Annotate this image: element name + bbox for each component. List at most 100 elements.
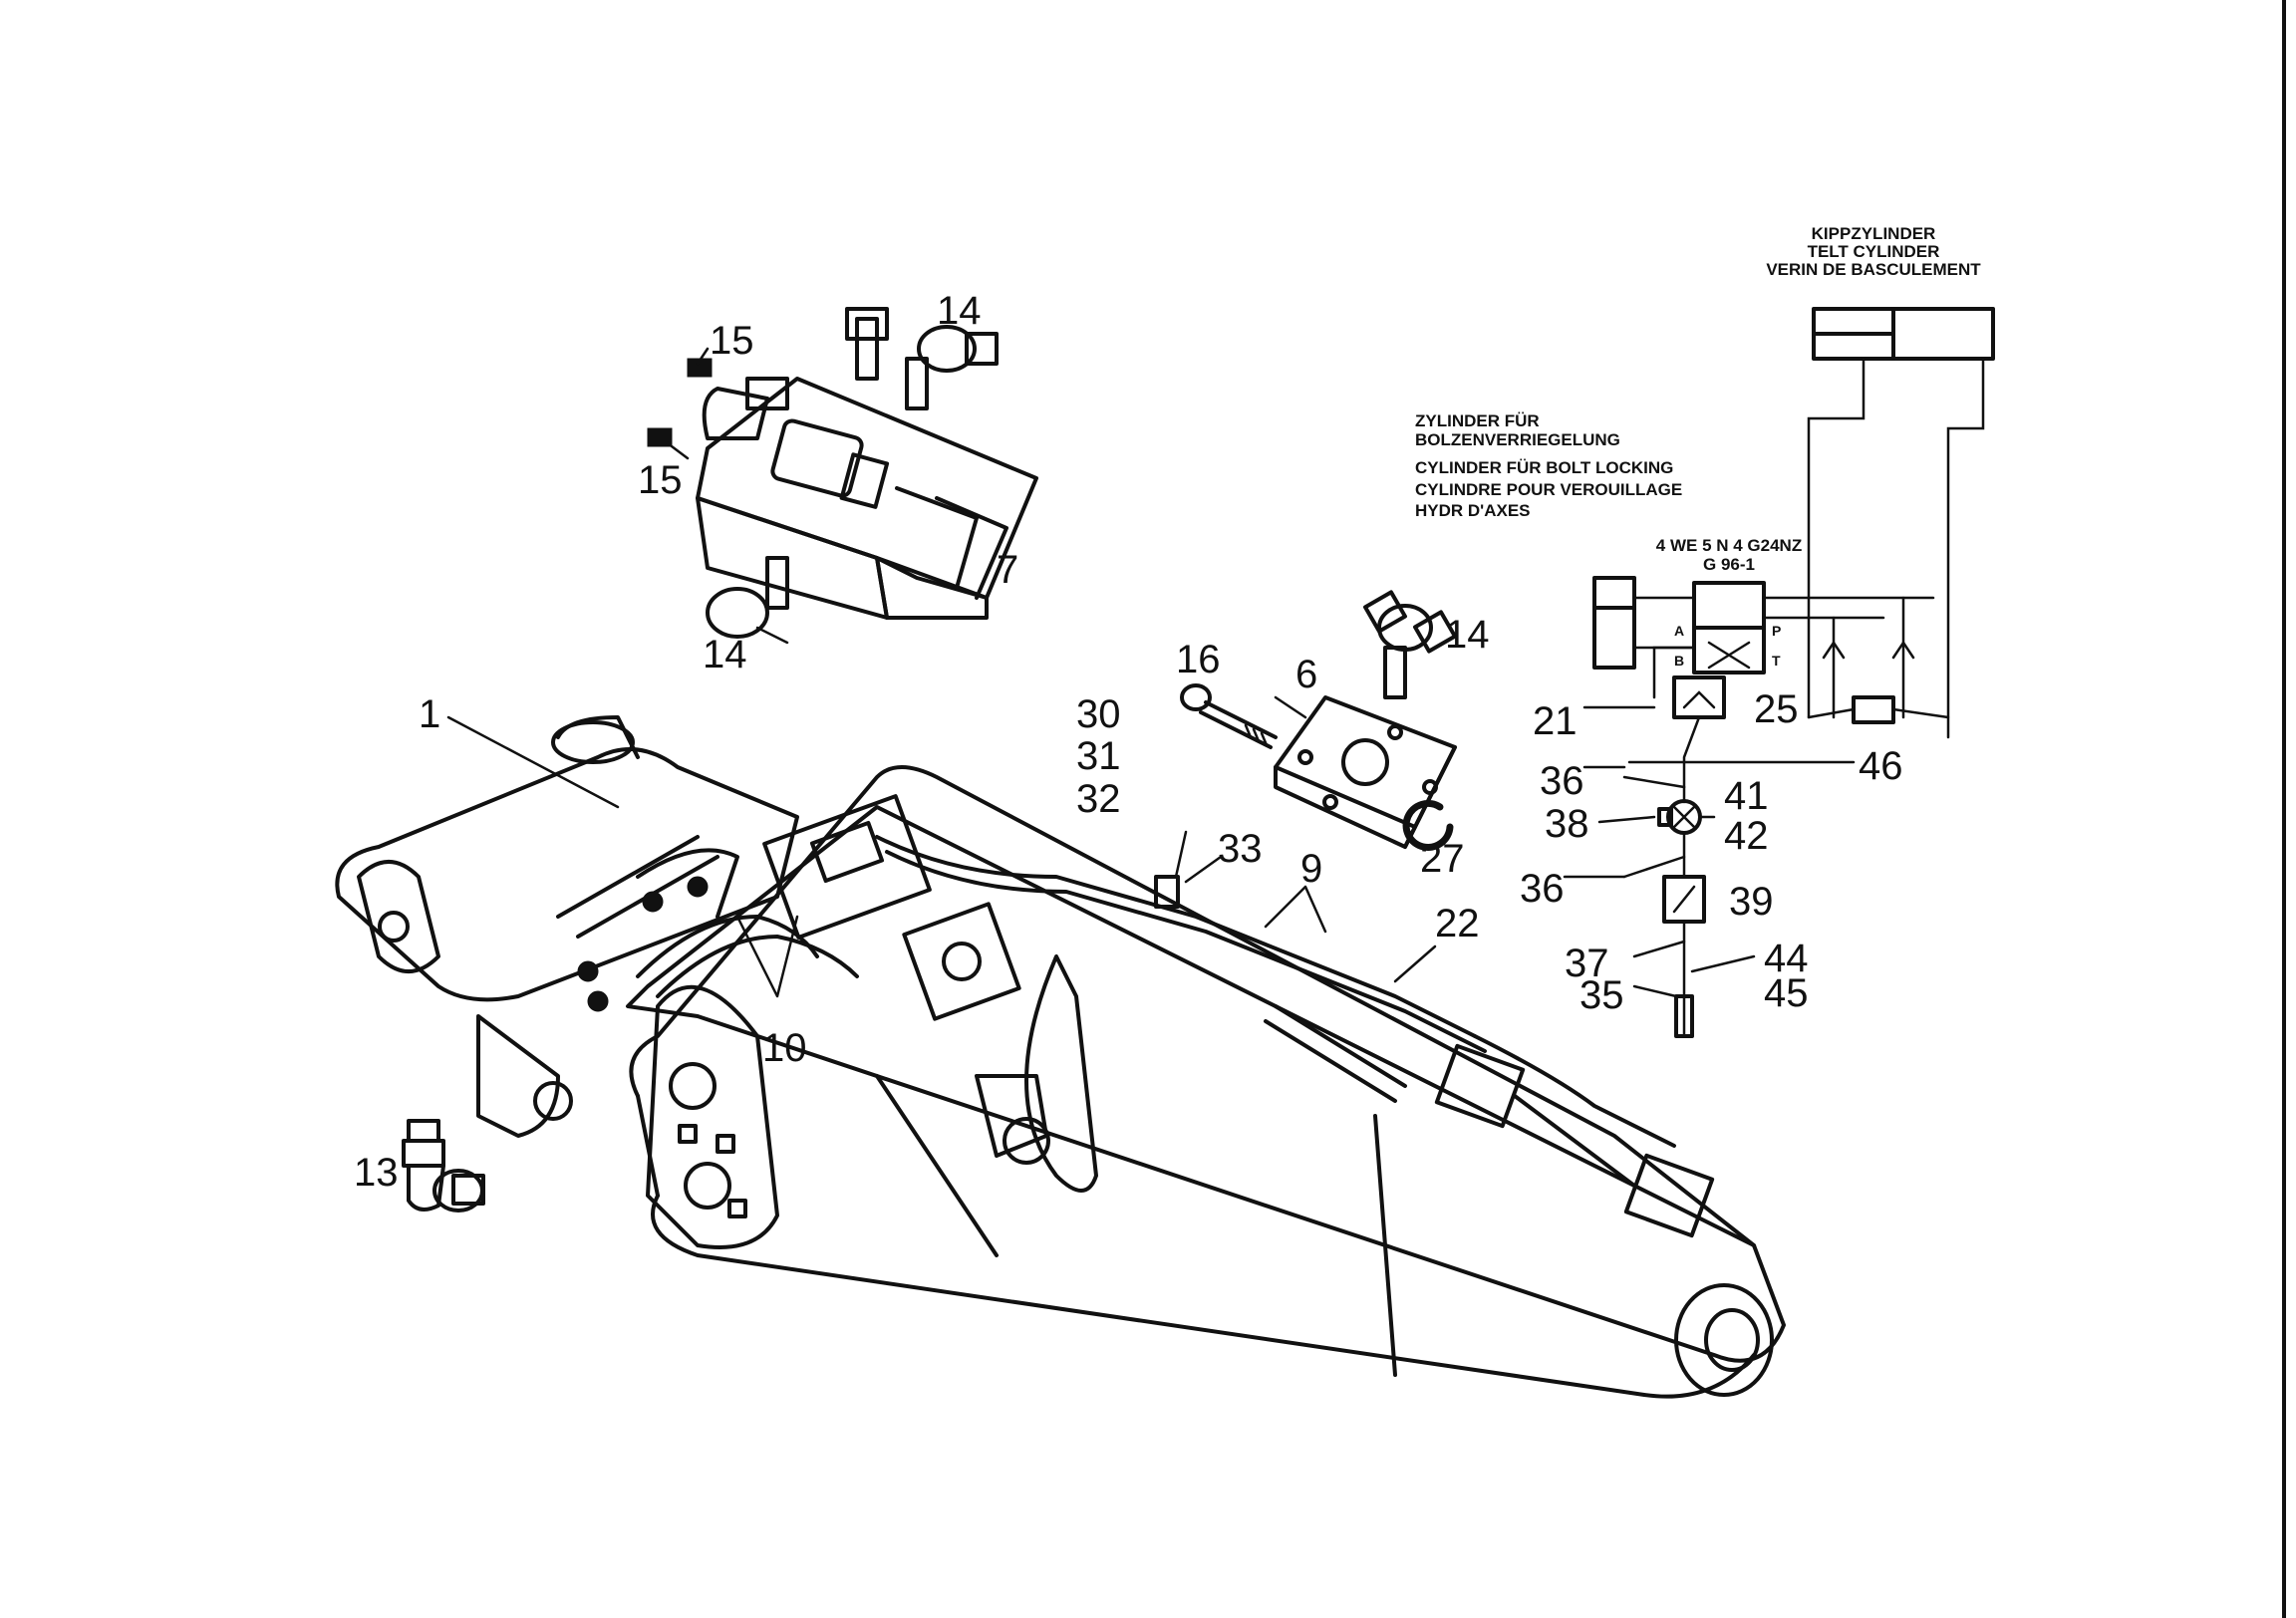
boom-bore-1 <box>669 1062 717 1110</box>
port-label-b: B <box>1674 653 1684 669</box>
head-valve-block <box>762 794 932 940</box>
head-housing <box>335 747 799 1002</box>
valve-42-cross <box>1707 641 1751 670</box>
fitting-14-top-a-nut <box>845 307 889 341</box>
head-fitting-1 <box>642 891 664 913</box>
head-side-plate <box>902 902 1021 1021</box>
callout-7: 7 <box>997 548 1018 592</box>
caption-bolt-line-4: CYLINDRE POUR VEROUILLAGE <box>1415 480 1682 499</box>
callout-36-top: 36 <box>1540 759 1584 803</box>
caption-tilt-cylinder: KIPPZYLINDER TELT CYLINDER VERIN DE BASC… <box>1766 224 1981 279</box>
boom-pivot-hole <box>1003 1117 1050 1165</box>
line-down-21 <box>1652 646 1696 699</box>
leader-37 <box>1632 940 1686 958</box>
boom-inner-line-2 <box>1373 1114 1397 1377</box>
boom-lower-body <box>626 805 1786 1363</box>
boom-rear-plate <box>646 984 779 1249</box>
fitting-14-right-stem <box>1383 646 1407 699</box>
page-border-line <box>2282 0 2286 1618</box>
boom-block-1 <box>1434 1043 1526 1129</box>
caption-bolt-locking: ZYLINDER FÜR BOLZENVERRIEGELUNG CYLINDER… <box>1415 411 1682 520</box>
line-relief <box>1807 707 1950 719</box>
callout-14-bottom: 14 <box>703 633 747 676</box>
callout-10: 10 <box>762 1026 807 1070</box>
bolt-cylinder-body <box>1592 576 1636 670</box>
fitting-14-bottom-stem <box>765 556 789 610</box>
head-fitting-3 <box>577 960 599 982</box>
boom-tip-pin-inner <box>1704 1308 1760 1372</box>
callout-22: 22 <box>1435 902 1480 945</box>
valve-7-solenoid-cap <box>702 387 769 440</box>
valve-25-body <box>1672 675 1726 719</box>
boom-pivot-bracket <box>975 1074 1048 1158</box>
port-label-p: P <box>1772 623 1781 639</box>
boom-block-2 <box>1623 1153 1715 1238</box>
callout-labels: 1 6 7 9 10 13 14 14 14 15 15 16 21 22 25… <box>354 289 1903 1195</box>
fitting-13 <box>402 1119 485 1213</box>
callout-15-top: 15 <box>710 319 754 363</box>
leader-38 <box>1597 815 1656 824</box>
fitting-14-top-b-elbow <box>917 325 977 373</box>
relief-valve <box>1852 695 1895 724</box>
plate-6-hole-3 <box>1422 779 1438 795</box>
plate-6-hole-1 <box>1297 749 1313 765</box>
boom-upper-edge <box>629 765 1756 1247</box>
callout-41: 41 <box>1724 774 1769 818</box>
head-lower-hole <box>533 1081 573 1121</box>
callout-15-bottom: 15 <box>638 458 683 502</box>
boom-bore-2 <box>684 1162 731 1210</box>
callout-45: 45 <box>1764 971 1809 1015</box>
fitting-13-body <box>407 1164 445 1212</box>
boom-inner-line-1 <box>875 1074 999 1257</box>
fitting-14-top-b-stem <box>905 357 929 410</box>
valve-7-plug <box>745 377 789 410</box>
boom-end-edge <box>636 1094 660 1198</box>
plate-6-front <box>1274 765 1417 849</box>
callout-42: 42 <box>1724 814 1769 858</box>
head-top-bore <box>551 720 635 764</box>
valve-25-symbol <box>1682 690 1716 709</box>
head-fitting-2 <box>687 876 709 898</box>
check-2 <box>1891 640 1915 660</box>
caption-bolt-line-5: HYDR D'AXES <box>1415 501 1531 520</box>
callout-25: 25 <box>1754 687 1799 731</box>
caption-valve-line-1: 4 WE 5 N 4 G24NZ <box>1656 536 1802 555</box>
valve-7-front <box>696 496 889 620</box>
ring-27 <box>1402 800 1454 851</box>
callout-36-bottom: 36 <box>1520 867 1565 911</box>
boom-tip-pin-outer <box>1674 1283 1774 1397</box>
callout-44: 44 <box>1764 937 1809 980</box>
fitting-13-nut <box>402 1139 445 1168</box>
boom-bolt-1 <box>678 1124 698 1144</box>
head-side-hole <box>942 942 982 981</box>
callout-13: 13 <box>354 1151 399 1195</box>
valve-7-partition-2 <box>935 496 1008 600</box>
callout-37: 37 <box>1565 942 1609 985</box>
boom-bottom-edge <box>651 1194 1756 1399</box>
caption-valve-line-2: G 96-1 <box>1703 555 1755 574</box>
callout-31: 31 <box>1076 734 1121 778</box>
valve-block-7 <box>647 307 1038 639</box>
fitting-14-bottom-elbow <box>706 587 769 639</box>
valve-7-coil-window <box>770 418 864 498</box>
callout-1: 1 <box>419 692 440 736</box>
valve-7-partition-1 <box>895 486 979 590</box>
fitting-14-right-nut-a <box>1363 590 1407 634</box>
callout-27: 27 <box>1420 837 1465 881</box>
leader-9 <box>1264 885 1327 934</box>
plate-6-hole-4 <box>1322 794 1338 810</box>
caption-bolt-line-3: CYLINDER FÜR BOLT LOCKING <box>1415 458 1673 477</box>
caption-tilt-line-2: TELT CYLINDER <box>1808 242 1940 261</box>
hose-22 <box>1473 1034 1676 1148</box>
head-cylinder-end <box>636 848 739 919</box>
boom-bolt-3 <box>727 1199 747 1218</box>
boom-block-link <box>1513 1094 1636 1188</box>
port-label-t: T <box>1772 653 1781 669</box>
bolt-16-shank-1 <box>1204 700 1278 739</box>
valve-7-connector <box>839 452 890 509</box>
plate-6-hole-2 <box>1387 724 1403 740</box>
line-tilt-a <box>1807 357 1866 719</box>
caption-bolt-line-1: ZYLINDER FÜR <box>1415 411 1540 430</box>
callout-21: 21 <box>1533 699 1578 743</box>
